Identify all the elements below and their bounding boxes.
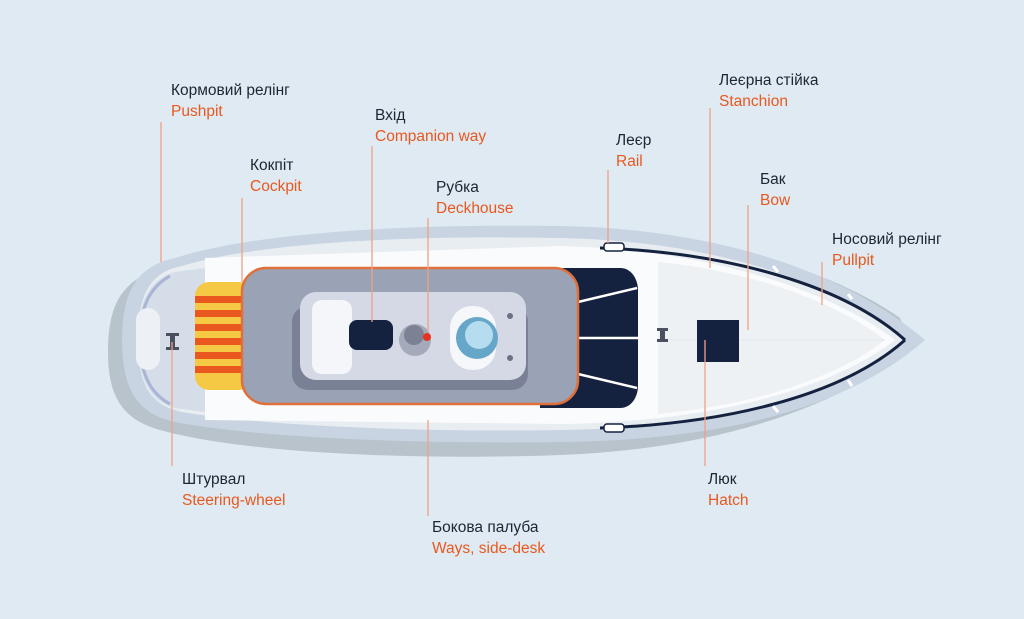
label-pushpit-en: Pushpit xyxy=(171,103,223,120)
label-rail-en: Rail xyxy=(616,153,643,170)
label-side-deck: Бокова палуба Ways, side-desk xyxy=(432,517,545,559)
label-companion-way-en: Companion way xyxy=(375,128,487,145)
foredeck xyxy=(658,262,885,414)
skylight-glint xyxy=(465,321,493,349)
label-side-deck-en: Ways, side-desk xyxy=(432,540,546,557)
label-pullpit-en: Pullpit xyxy=(832,252,875,269)
label-hatch-ua: Люк xyxy=(708,471,737,488)
cabin-top-panel xyxy=(312,300,352,374)
hatch xyxy=(697,320,739,362)
label-pushpit: Кормовий релінг Pushpit xyxy=(171,80,290,122)
companion-way-hatch xyxy=(349,320,393,350)
label-hatch-en: Hatch xyxy=(708,492,749,509)
label-steering-wheel: Штурвал Steering-wheel xyxy=(182,469,285,511)
label-rail: Леєр Rail xyxy=(616,130,651,172)
label-bow-ua: Бак xyxy=(760,171,786,188)
cleat-mid xyxy=(657,328,668,342)
window-frames xyxy=(577,286,638,390)
label-hatch: Люк Hatch xyxy=(708,469,749,511)
bolt-2 xyxy=(507,355,513,361)
leader-lines xyxy=(160,108,823,516)
label-side-deck-ua: Бокова палуба xyxy=(432,519,539,536)
label-deckhouse: Рубка Deckhouse xyxy=(436,177,514,219)
label-stanchion-en: Stanchion xyxy=(719,93,788,110)
instrument-light xyxy=(423,333,431,341)
label-deckhouse-en: Deckhouse xyxy=(436,200,514,217)
cockpit-seat xyxy=(195,282,253,390)
label-pullpit-ua: Носовий релінг xyxy=(832,231,942,248)
bow-rail-lower xyxy=(599,338,906,430)
label-deckhouse-ua: Рубка xyxy=(436,179,479,196)
label-companion-way-ua: Вхід xyxy=(375,107,406,124)
label-steering-wheel-en: Steering-wheel xyxy=(182,492,286,509)
label-companion-way: Вхід Companion way xyxy=(375,105,486,147)
label-bow: Бак Bow xyxy=(760,169,790,211)
label-cockpit: Кокпіт Cockpit xyxy=(250,155,302,197)
bow-rail-upper xyxy=(599,246,906,342)
label-pushpit-ua: Кормовий релінг xyxy=(171,82,290,99)
label-cockpit-ua: Кокпіт xyxy=(250,157,294,174)
rail-start-upper xyxy=(603,242,625,252)
label-cockpit-en: Cockpit xyxy=(250,178,302,195)
label-steering-wheel-ua: Штурвал xyxy=(182,471,246,488)
swim-platform xyxy=(136,308,160,370)
label-stanchion-ua: Леєрна стійка xyxy=(719,72,819,89)
label-rail-ua: Леєр xyxy=(616,132,652,149)
label-stanchion: Леєрна стійка Stanchion xyxy=(719,70,819,112)
instrument xyxy=(404,325,424,345)
bolt-1 xyxy=(507,313,513,319)
label-pullpit: Носовий релінг Pullpit xyxy=(832,229,942,271)
label-bow-en: Bow xyxy=(760,192,791,209)
rail-start-lower xyxy=(603,423,625,433)
